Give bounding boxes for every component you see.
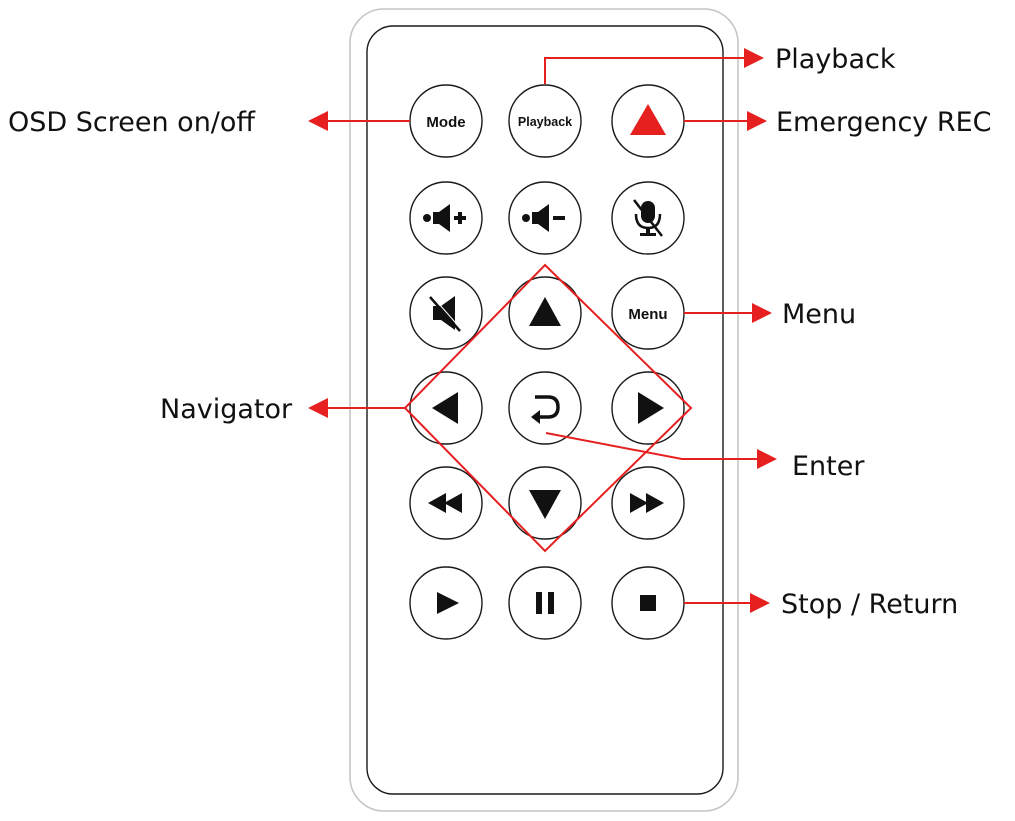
callout-osd-screen: OSD Screen on/off [8,107,256,138]
callout-stop-return: Stop / Return [781,589,959,620]
rewind-icon [428,493,462,513]
callout-menu: Menu [782,299,857,330]
play-button[interactable] [409,566,483,640]
left-arrow-icon [432,392,458,424]
playback-leader [544,48,764,84]
left-button[interactable] [409,371,483,445]
rewind-button[interactable] [409,466,483,540]
fast-forward-icon [630,493,664,513]
down-button[interactable] [508,466,582,540]
mic-mute-icon [633,199,663,237]
volume-down-icon [522,204,565,232]
enter-leader [545,432,777,469]
stop-icon [640,595,656,611]
pause-icon [536,592,554,614]
pause-button[interactable] [508,566,582,640]
volume-up-button[interactable] [409,181,483,255]
playback-button[interactable]: Playback [508,84,582,158]
speaker-mute-button[interactable] [409,276,483,350]
menu-button[interactable]: Menu [611,276,685,350]
right-button[interactable] [611,371,685,445]
down-arrow-icon [529,490,561,519]
enter-return-icon [531,395,560,424]
navigator-diamond [403,263,693,553]
fast-forward-button[interactable] [611,466,685,540]
callout-enter: Enter [792,451,865,482]
volume-down-button[interactable] [508,181,582,255]
mic-mute-button[interactable] [611,181,685,255]
enter-button[interactable] [508,371,582,445]
up-button[interactable] [508,276,582,350]
callout-playback: Playback [775,44,896,75]
mode-button-label: Mode [426,114,465,131]
right-arrow-icon [638,392,664,424]
speaker-mute-icon [429,295,463,332]
up-arrow-icon [529,297,561,326]
stop-button[interactable] [611,566,685,640]
volume-up-icon [423,204,466,232]
menu-button-label: Menu [628,306,667,323]
playback-button-label: Playback [518,115,572,129]
callout-navigator: Navigator [160,394,293,425]
emergency-rec-triangle-icon [630,104,666,135]
mode-button[interactable]: Mode [409,84,483,158]
play-icon [437,592,459,614]
callout-emergency-rec: Emergency REC [776,107,992,138]
emergency-rec-button[interactable] [611,84,685,158]
